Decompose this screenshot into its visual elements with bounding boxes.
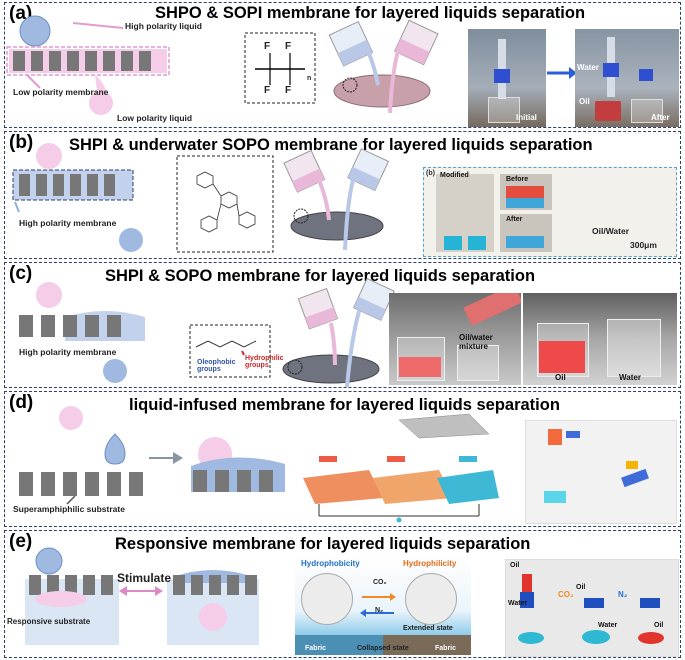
label-extended-state: Extended state (403, 625, 453, 632)
formula-f2: F (285, 41, 292, 52)
schematic-d (19, 406, 285, 505)
polymer-structure-b (176, 155, 274, 253)
label-high-polarity-membrane-b: High polarity membrane (19, 218, 117, 228)
label-stimulate: Stimulate (117, 571, 172, 585)
photo-group-b: (b) Modified Before After Oil/Water 300μ… (423, 167, 677, 257)
label-fabric-right: Fabric (435, 645, 457, 652)
membrane-disc (333, 74, 431, 108)
label-fabric-left: Fabric (305, 645, 327, 652)
photo-c-pour: Oil/water mixture (389, 293, 521, 385)
ptfe-structure (244, 32, 316, 104)
label-oil-water: Oil/Water (592, 226, 629, 236)
label-water-left-e: Water (508, 600, 528, 607)
panel-title-e: Responsive membrane for layered liquids … (115, 535, 531, 553)
schematic-c-membrane (19, 282, 145, 383)
low-polarity-droplet (89, 91, 113, 115)
label-high-polarity-liquid: High polarity liquid (125, 21, 202, 31)
arrow-initial-to-after (547, 67, 577, 79)
label-low-polarity-liquid: Low polarity liquid (117, 113, 193, 123)
droplet-bottom-c (103, 359, 127, 383)
substrate-pores-d (19, 472, 143, 496)
label-oil-c: Oil (555, 373, 566, 382)
label-high-polarity-membrane-c: High polarity membrane (19, 347, 117, 357)
membrane-pores-c (19, 315, 121, 337)
label-n2-photo: N₂ (618, 590, 628, 599)
high-polarity-droplet (19, 15, 51, 47)
label-oil-water-mixture: Oil/water mixture (459, 333, 493, 351)
schematic-e (25, 547, 259, 645)
label-co2-switch: CO₂ (373, 579, 387, 586)
label-oleophobic-groups: Oleophobic groups (197, 359, 236, 373)
label-before: Before (506, 176, 529, 183)
chem-structure-c (189, 324, 271, 378)
pouring-illustration (328, 19, 439, 114)
label-oil-right-e: Oil (654, 622, 664, 629)
label-water-c: Water (619, 373, 641, 382)
label-n2-switch: N₂ (375, 607, 384, 614)
membrane-highlight (6, 46, 170, 76)
label-after-b: After (506, 216, 523, 223)
pouring-illustration-b (283, 148, 390, 251)
formula-f3: F (264, 85, 271, 96)
label-oil-mid-e: Oil (576, 584, 586, 591)
photo-initial: Initial (468, 29, 546, 127)
label-hydrophilicity: Hydrophilicity (403, 559, 457, 568)
label-water-mid-e: Water (598, 622, 618, 629)
schematic-b-membrane (12, 143, 143, 252)
droplet-top-c (36, 282, 62, 308)
formula-n: n (307, 75, 312, 82)
panel-title-d: liquid-infused membrane for layered liqu… (129, 396, 560, 414)
switch-arrows-e (360, 593, 396, 617)
pouring-illustration-c (282, 277, 395, 388)
label-scale: 300μm (630, 240, 657, 250)
panel-b: (b) SHPI & underwater SOPO membrane for … (4, 131, 681, 259)
label-low-polarity-membrane: Low polarity membrane (13, 87, 109, 97)
label-water: Water (577, 63, 599, 72)
photo-c-result: Oil Water (523, 293, 677, 385)
membrane-pores-b (19, 174, 115, 196)
droplet-top (36, 143, 62, 169)
panel-label-c: (c) (9, 263, 33, 284)
panel-d: (d) liquid-infused membrane for layered … (4, 391, 681, 527)
panel-c: (c) SHPI & SOPO membrane for layered liq… (4, 262, 681, 388)
photo-after: Water Oil After (575, 29, 679, 127)
label-after: After (651, 113, 670, 122)
panel-label-b: (b) (9, 132, 34, 153)
droplet-bottom (119, 228, 143, 252)
membrane-disc-c (282, 354, 380, 384)
label-hydrophilic-groups: Hydrophilic groups (245, 355, 284, 369)
label-modified: Modified (440, 172, 469, 179)
photo-d (525, 420, 677, 524)
label-oil-top-e: Oil (510, 562, 520, 569)
panel-title-c: SHPI & SOPO membrane for layered liquids… (105, 267, 536, 285)
inset-label-b: (b) (426, 170, 435, 177)
panel-title-b: SHPI & underwater SOPO membrane for laye… (69, 136, 593, 154)
panel-e: (e) Responsive membrane for layered liqu… (4, 530, 681, 658)
label-responsive-substrate: Responsive substrate (7, 617, 91, 626)
panel-label-d: (d) (9, 392, 34, 413)
responsive-fabric-diagram: Hydrophobicity Hydrophilicity CO₂ N₂ Ext… (295, 557, 471, 655)
droplet-pink-e (199, 603, 227, 631)
formula-f1: F (264, 41, 271, 52)
formula-f4: F (285, 85, 292, 96)
label-co2-photo: CO₂ (558, 590, 574, 599)
label-superamphiphilic-substrate: Superamphiphilic substrate (13, 504, 125, 514)
photo-e: Oil Water CO₂ Oil N₂ Water Oil (505, 559, 679, 657)
label-hydrophobicity: Hydrophobicity (301, 559, 360, 568)
membrane-disc-b (290, 211, 384, 241)
panel-title-a: SHPO & SOPI membrane for layered liquids… (155, 4, 586, 22)
label-initial: Initial (516, 113, 537, 122)
panel-label-e: (e) (9, 531, 33, 552)
membrane-pores (13, 51, 151, 71)
panel-a: (a) SHPO & SOPI membrane for layered liq… (4, 2, 681, 128)
droplet-blue-e (35, 547, 63, 575)
label-collapsed-state: Collapsed state (357, 645, 409, 652)
schematic-a-membrane (6, 15, 170, 115)
droplet-pink-d (59, 406, 83, 430)
label-oil: Oil (579, 97, 590, 106)
liquid-infused-diagram (303, 413, 499, 523)
